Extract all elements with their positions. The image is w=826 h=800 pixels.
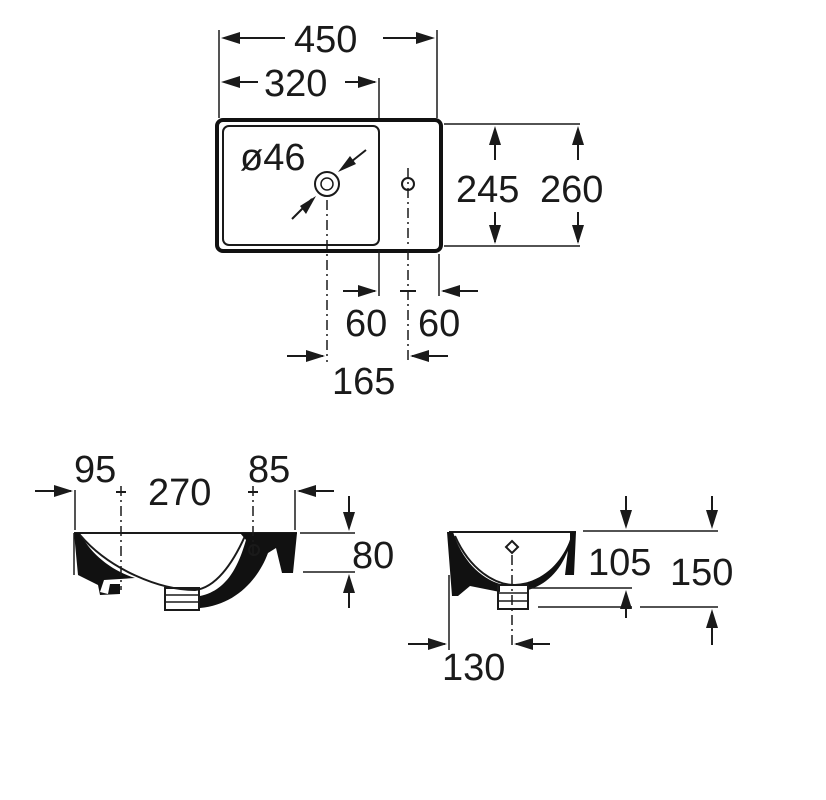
side-left-wall	[74, 533, 135, 595]
dim-center-span: 270	[148, 472, 211, 514]
end-right-wall	[528, 532, 576, 590]
dim-width-basin: 320	[264, 63, 327, 105]
side-tap-hole	[248, 544, 260, 556]
side-bowl-curve	[79, 534, 246, 592]
dim-bowl-height: 80	[352, 535, 394, 577]
basin-outline	[215, 118, 443, 253]
dim-drain-to-tap: 165	[332, 361, 395, 403]
side-view: 95 270 85 80	[35, 449, 394, 611]
dim-offset-a: 60	[345, 303, 387, 345]
dim-height-outer: 150	[670, 552, 733, 594]
end-view: 105 150 130	[408, 496, 733, 689]
bowl-outline	[222, 125, 380, 246]
dim-offset-b: 60	[418, 303, 460, 345]
end-drain-outlet	[497, 584, 529, 610]
dim-left-offset: 95	[74, 449, 116, 491]
dim-depth-outer: 260	[540, 169, 603, 211]
end-tap-hole	[504, 539, 520, 555]
dim-drain-offset: 130	[442, 647, 505, 689]
dim-height-inner: 105	[588, 542, 651, 584]
dim-depth-inner: 245	[456, 169, 519, 211]
drain-circle	[314, 171, 340, 197]
dim-right-offset: 85	[248, 449, 290, 491]
top-view: 450 320 ø46 245 260	[215, 19, 603, 403]
end-left-wall	[447, 532, 500, 596]
dim-drain-diameter: ø46	[240, 137, 305, 179]
side-right-wall	[200, 533, 297, 608]
drain-inner-circle	[320, 177, 334, 191]
dim-width-total: 450	[294, 19, 357, 61]
side-drain-outlet	[164, 587, 200, 611]
